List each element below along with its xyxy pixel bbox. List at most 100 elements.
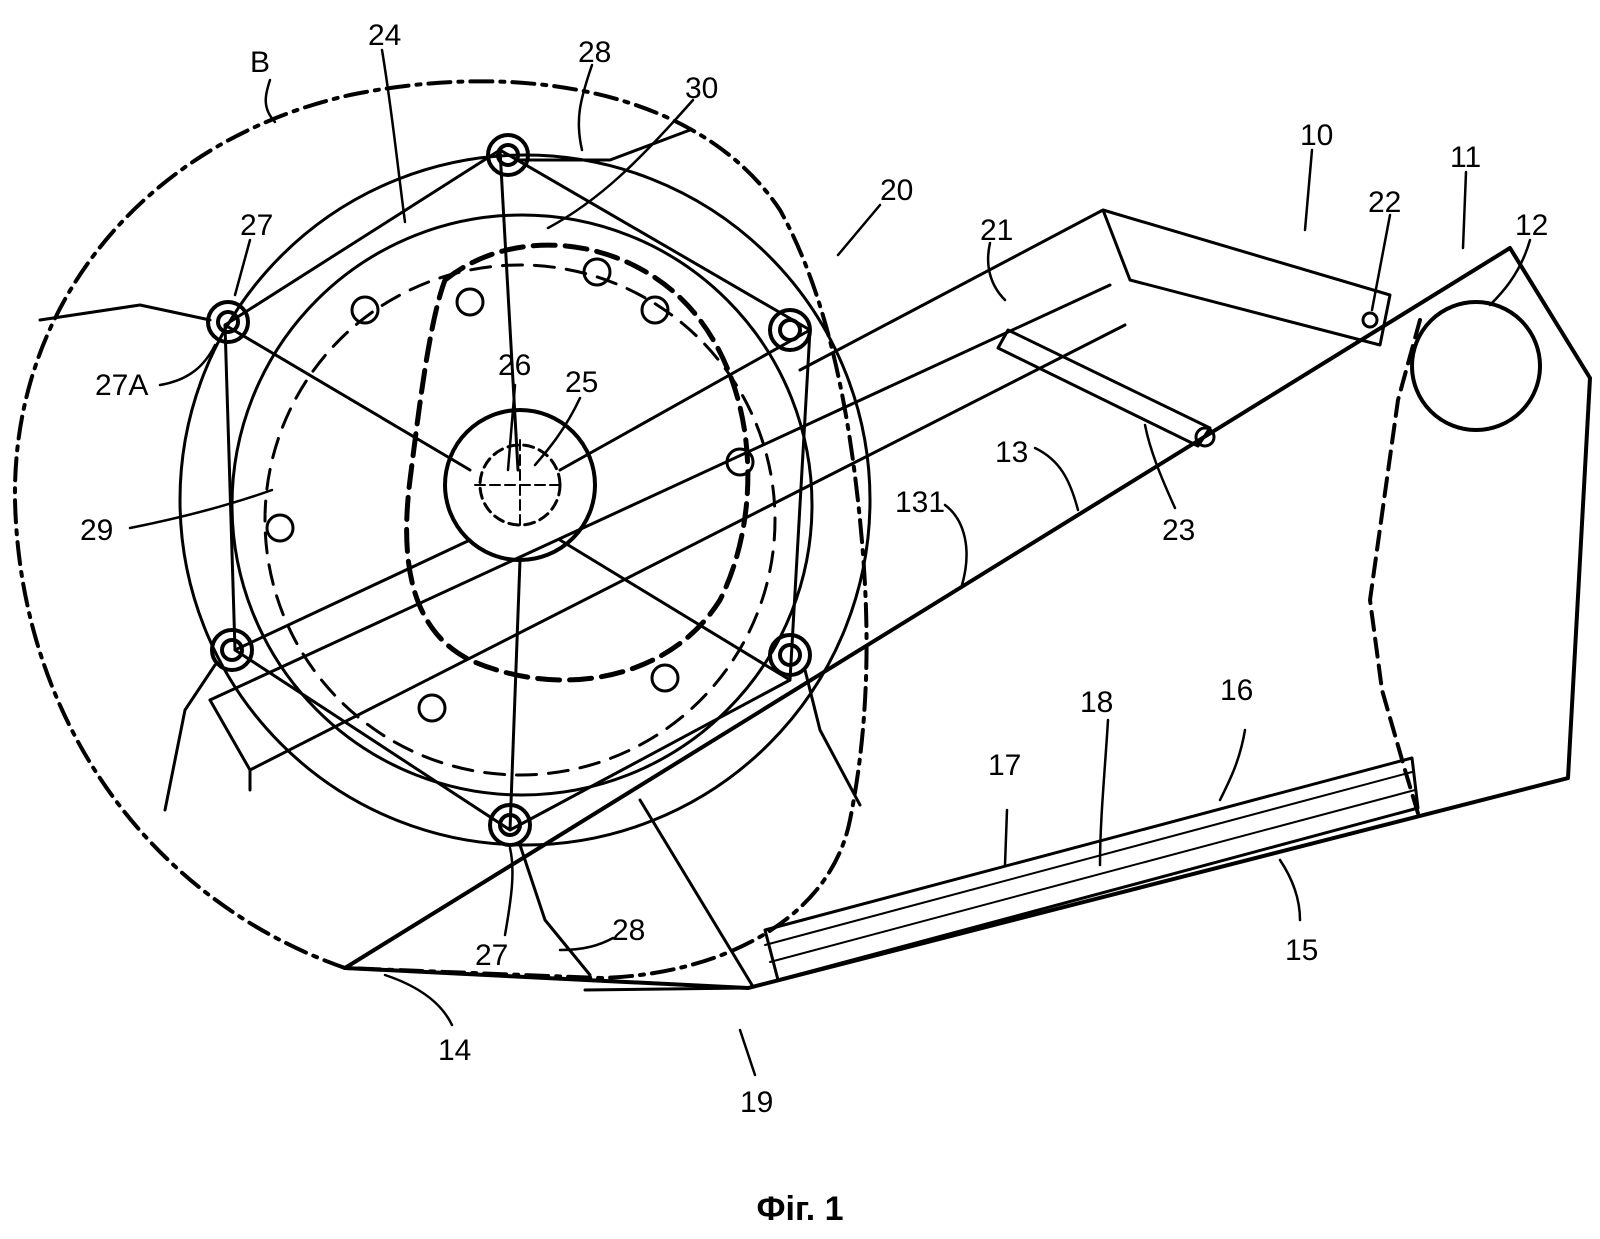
drum-dashed-ring xyxy=(263,263,777,777)
leader-27A xyxy=(158,343,217,387)
leader-17 xyxy=(1003,808,1009,867)
cam-roller-3 xyxy=(640,295,670,325)
leader-24 xyxy=(380,48,407,224)
label-13: 13 xyxy=(995,436,1028,469)
tine-pivot-left-inner xyxy=(216,310,240,334)
label-26: 26 xyxy=(498,349,531,382)
cam-roller-2 xyxy=(582,257,612,287)
housing-inner-dashed xyxy=(1368,318,1422,822)
arm-4 xyxy=(508,558,522,832)
tine-28-bottom xyxy=(518,843,592,977)
label-22: 22 xyxy=(1368,186,1401,219)
leader-28-top xyxy=(577,63,594,152)
label-12: 12 xyxy=(1515,209,1548,242)
frame-rail-upper xyxy=(208,283,1112,702)
cam-roller-5 xyxy=(265,513,295,543)
cam-track-30 xyxy=(404,242,751,683)
drum-inner-29 xyxy=(230,213,814,797)
label-28-bottom: 28 xyxy=(612,914,645,947)
tine-pivot-right xyxy=(768,308,812,352)
leader-10 xyxy=(1303,148,1314,232)
tine-28-lowerleft xyxy=(163,663,217,812)
cam-roller-6 xyxy=(650,663,680,693)
leader-15 xyxy=(1278,858,1302,922)
label-16: 16 xyxy=(1220,674,1253,707)
leader-b xyxy=(264,78,277,124)
label-10: 10 xyxy=(1300,119,1333,152)
label-29: 29 xyxy=(80,514,113,547)
tine-pivot-left xyxy=(206,300,250,344)
leader-21 xyxy=(986,241,1007,302)
leader-27-bottom xyxy=(503,846,514,937)
leader-19 xyxy=(738,1028,757,1077)
link-bar-23 xyxy=(996,328,1212,448)
hub-outer-25 xyxy=(443,408,597,562)
label-27-bottom: 27 xyxy=(475,939,508,972)
label-24: 24 xyxy=(368,19,401,52)
leader-26 xyxy=(506,383,517,472)
arm-3 xyxy=(558,538,792,682)
tine-28-left xyxy=(38,303,212,322)
cam-roller-1 xyxy=(350,295,380,325)
leader-30 xyxy=(546,98,695,230)
leader-23 xyxy=(1143,423,1177,510)
conveyor-17 xyxy=(764,771,1413,946)
leader-131 xyxy=(943,503,968,587)
cam-roller-8 xyxy=(455,287,485,317)
label-23: 23 xyxy=(1162,514,1195,547)
tine-pivot-top-inner xyxy=(496,143,520,167)
leader-20 xyxy=(836,203,882,257)
cam-roller-4 xyxy=(725,447,755,477)
label-19: 19 xyxy=(740,1086,773,1119)
label-131: 131 xyxy=(895,486,945,519)
label-20: 20 xyxy=(880,174,913,207)
label-30: 30 xyxy=(685,72,718,105)
tine-pivot-top xyxy=(486,133,530,177)
arm-5 xyxy=(233,538,472,652)
label-11: 11 xyxy=(1450,141,1481,174)
frame-rail-lower xyxy=(248,323,1127,772)
leader-28-bottom xyxy=(558,936,615,952)
tine-28-lowerright xyxy=(803,668,862,807)
spider-frame xyxy=(223,148,812,832)
cam-roller-7 xyxy=(417,693,447,723)
label-28-top: 28 xyxy=(578,36,611,69)
tine-pivot-lower-right-inner xyxy=(778,643,802,667)
label-25: 25 xyxy=(565,366,598,399)
arm-2 xyxy=(558,328,812,472)
chute-inner xyxy=(583,986,750,992)
label-b: B xyxy=(250,46,270,79)
conveyor-16 xyxy=(763,756,1420,982)
frame-rail-end xyxy=(208,698,252,792)
pin-22 xyxy=(1361,311,1379,329)
leader-12 xyxy=(1488,238,1532,307)
tine-28-top xyxy=(518,128,692,162)
pin-23-end xyxy=(1194,426,1216,448)
drum-outer-24 xyxy=(178,153,872,847)
leader-13 xyxy=(1033,446,1080,512)
label-17: 17 xyxy=(988,749,1021,782)
label-21: 21 xyxy=(980,214,1013,247)
outer-envelope-b xyxy=(12,79,869,980)
conveyor-18 xyxy=(769,789,1416,963)
housing-outline xyxy=(343,246,1592,990)
tine-pivot-bottom xyxy=(488,803,532,847)
tine-pivot-lower-left xyxy=(210,628,254,672)
label-14: 14 xyxy=(438,1034,471,1067)
tine-pivot-right-inner xyxy=(778,318,802,342)
leader-29 xyxy=(128,488,274,530)
leader-11 xyxy=(1461,170,1468,250)
tine-pivot-lower-left-inner xyxy=(220,638,244,662)
leader-22 xyxy=(1370,213,1392,312)
tine-pivot-lower-right xyxy=(768,633,812,677)
figure-caption: Фіг. 1 xyxy=(756,1190,843,1228)
leader-18 xyxy=(1098,718,1110,867)
arm-6 xyxy=(223,323,472,472)
label-15: 15 xyxy=(1285,934,1318,967)
leader-27-top xyxy=(233,238,252,297)
label-18: 18 xyxy=(1080,686,1113,719)
arm-1 xyxy=(498,148,520,472)
leader-14 xyxy=(383,973,454,1027)
label-27-top: 27 xyxy=(240,209,273,242)
